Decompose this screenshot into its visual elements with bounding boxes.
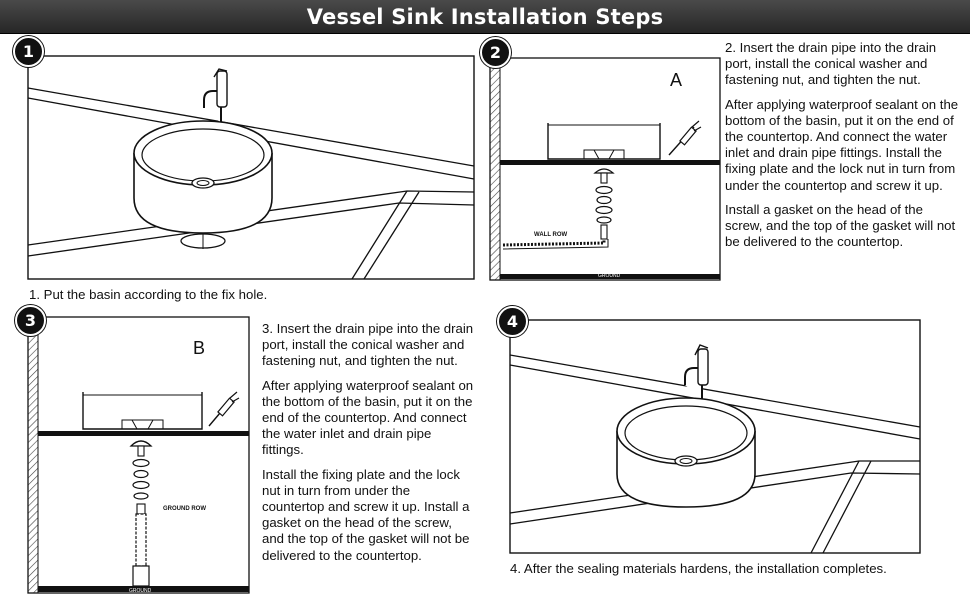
step2-instructions: 2. Insert the drain pipe into the drain …	[725, 40, 963, 258]
step3-badge: 3	[15, 305, 46, 336]
page-title: Vessel Sink Installation Steps	[306, 4, 664, 29]
step3-paragraph: 3. Insert the drain pipe into the drain …	[262, 321, 474, 369]
title-banner: Vessel Sink Installation Steps	[0, 0, 970, 34]
step2-paragraph: After applying waterproof sealant on the…	[725, 96, 959, 193]
step3-paragraph: After applying waterproof sealant on the…	[262, 377, 474, 458]
step3-paragraph: Install the fixing plate and the lock nu…	[262, 466, 470, 563]
step1-badge: 1	[13, 36, 44, 67]
step2-paragraph: 2. Insert the drain pipe into the drain …	[725, 40, 937, 88]
step2-paragraph: Install a gasket on the head of the scre…	[725, 201, 956, 250]
step4-badge: 4	[497, 306, 528, 337]
step3-illustration	[27, 316, 250, 594]
step1-illustration	[27, 55, 475, 280]
step1-caption: 1. Put the basin according to the fix ho…	[29, 287, 268, 302]
step4-illustration	[509, 319, 921, 554]
step2-wall-label: WALL ROW	[534, 232, 568, 238]
step3-ground-label: GROUND	[129, 588, 152, 594]
step4-caption: 4. After the sealing materials hardens, …	[510, 561, 887, 576]
step3-marker: B	[193, 338, 206, 358]
step3-wall-label: GROUND ROW	[163, 506, 206, 512]
step2-badge: 2	[480, 37, 511, 68]
step2-ground-label: GROUND	[598, 273, 621, 279]
step2-marker: A	[670, 70, 683, 90]
step3-instructions: 3. Insert the drain pipe into the drain …	[262, 321, 474, 572]
step2-illustration	[489, 57, 721, 281]
